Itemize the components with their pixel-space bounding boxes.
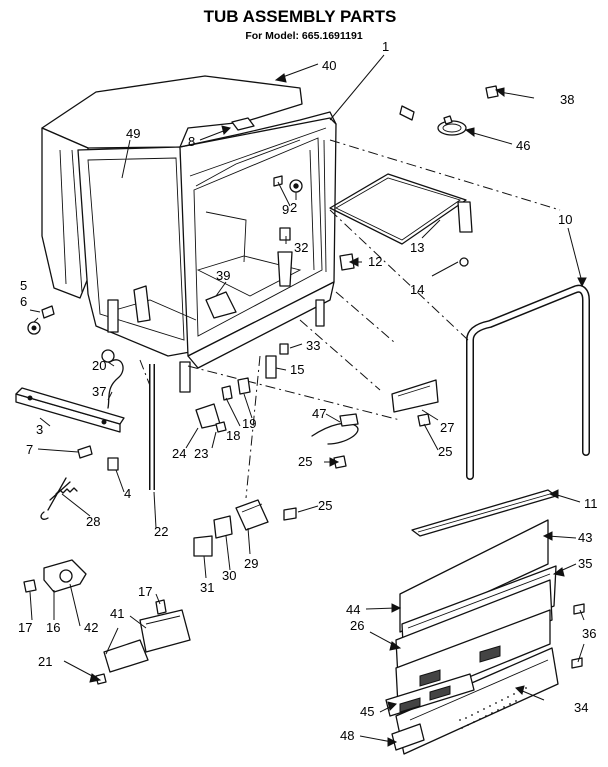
small-fasteners: [27, 305, 431, 471]
callout-42: 42: [84, 620, 98, 635]
callout-8: 8: [188, 134, 195, 149]
spring-assembly: [40, 477, 78, 520]
callout-27: 27: [440, 420, 454, 435]
assembly-guidelines: [139, 139, 561, 499]
side-tube: [466, 284, 590, 480]
callout-25b: 25: [438, 444, 452, 459]
callout-30: 30: [222, 568, 236, 583]
kick-plate-stack: [385, 489, 585, 755]
sensor-cable: [311, 413, 359, 445]
callout-24: 24: [172, 446, 186, 461]
callout-17b: 17: [138, 584, 152, 599]
callout-35: 35: [578, 556, 592, 571]
diagram-title: TUB ASSEMBLY PARTS: [204, 7, 397, 26]
callout-46: 46: [516, 138, 530, 153]
callout-49: 49: [126, 126, 140, 141]
callout-25c: 25: [318, 498, 332, 513]
callout-48: 48: [340, 728, 354, 743]
callout-23: 23: [194, 446, 208, 461]
callout-37: 37: [92, 384, 106, 399]
leader-lines: [29, 54, 587, 747]
callout-34: 34: [574, 700, 588, 715]
callout-19: 19: [242, 416, 256, 431]
callout-29: 29: [244, 556, 258, 571]
tub-assembly: [41, 75, 355, 393]
callout-4: 4: [124, 486, 131, 501]
drain-hose: [386, 49, 499, 121]
callout-47: 47: [312, 406, 326, 421]
lower-bracket: [95, 599, 191, 685]
callout-13: 13: [410, 240, 424, 255]
callout-32: 32: [294, 240, 308, 255]
callout-40: 40: [322, 58, 336, 73]
callout-18: 18: [226, 428, 240, 443]
callout-22: 22: [154, 524, 168, 539]
hinge-bracket: [15, 387, 125, 433]
inlet-valve: [23, 559, 87, 593]
callout-28: 28: [86, 514, 100, 529]
callout-6: 6: [20, 294, 27, 309]
callout-12: 12: [368, 254, 382, 269]
callout-39: 39: [216, 268, 230, 283]
callout-2: 2: [290, 200, 297, 215]
callout-3: 3: [36, 422, 43, 437]
callout-20: 20: [92, 358, 106, 373]
callout-21: 21: [38, 654, 52, 669]
callout-45: 45: [360, 704, 374, 719]
callout-33: 33: [306, 338, 320, 353]
callout-26: 26: [350, 618, 364, 633]
callout-9: 9: [282, 202, 289, 217]
callout-10: 10: [558, 212, 572, 227]
callout-labels: 1 2 3 4 5 6 7 8 9 10 11 12 13 14 15 16 1…: [18, 39, 598, 743]
callout-36: 36: [582, 626, 596, 641]
callout-44: 44: [346, 602, 360, 617]
callout-17a: 17: [18, 620, 32, 635]
callout-15: 15: [290, 362, 304, 377]
callout-11: 11: [584, 496, 598, 511]
callout-25a: 25: [298, 454, 312, 469]
callout-31: 31: [200, 580, 214, 595]
hose-clamp: [437, 115, 467, 136]
callout-1: 1: [382, 39, 389, 54]
callout-14: 14: [410, 282, 424, 297]
callout-41: 41: [110, 606, 124, 621]
switch-group: [193, 499, 297, 557]
callout-7: 7: [26, 442, 33, 457]
callout-16: 16: [46, 620, 60, 635]
tub-gasket: [329, 173, 473, 267]
callout-43: 43: [578, 530, 592, 545]
callout-38: 38: [560, 92, 574, 107]
callout-5: 5: [20, 278, 27, 293]
bracket-right: [391, 379, 439, 413]
diagram-subtitle: For Model: 665.1691191: [245, 30, 362, 42]
